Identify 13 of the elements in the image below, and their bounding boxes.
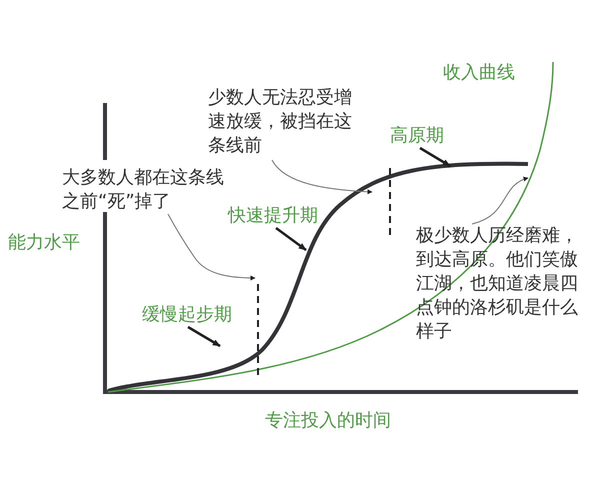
arrow <box>275 227 307 251</box>
arrow <box>419 146 451 168</box>
leader-line <box>168 214 256 280</box>
phase-label: 快速提升期 <box>228 204 318 228</box>
phase-label: 缓慢起步期 <box>142 303 232 327</box>
axis-label: 能力水平 <box>8 231 81 255</box>
leader-line <box>472 177 528 224</box>
curve-label: 收入曲线 <box>443 61 516 85</box>
leader-line <box>272 160 372 194</box>
phase-label: 高原期 <box>390 124 444 148</box>
annotation-text: 少数人无法忍受增速放缓，被挡在这条线前 <box>208 86 363 158</box>
arrow <box>187 326 221 348</box>
axis-label: 专注投入的时间 <box>265 409 392 433</box>
